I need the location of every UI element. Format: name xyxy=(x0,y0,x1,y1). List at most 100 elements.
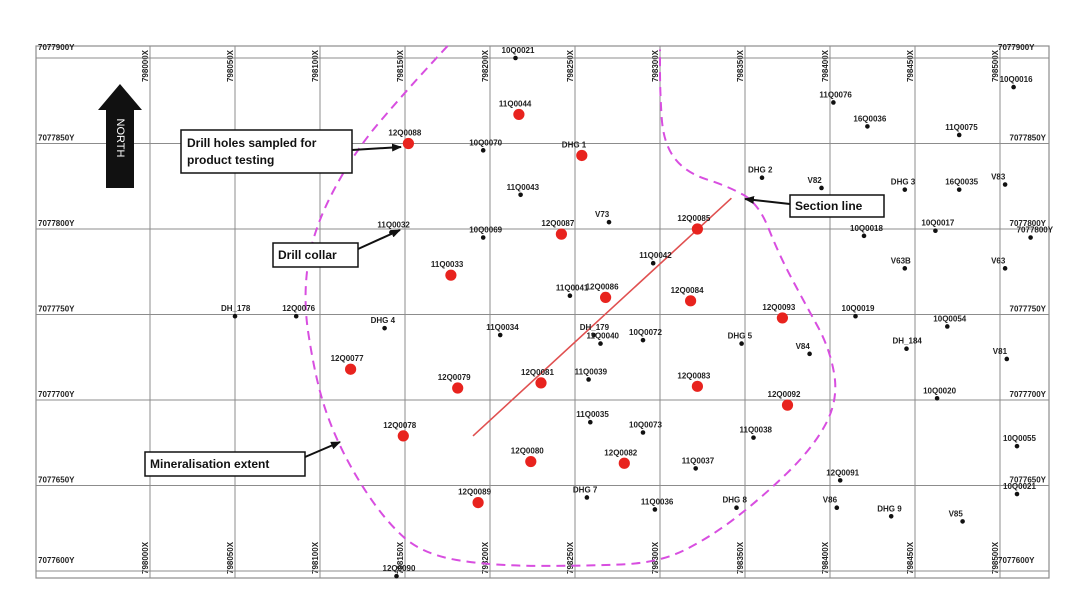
northing-label-right: 7077650Y xyxy=(1010,476,1047,485)
drill-collar-marker xyxy=(819,185,824,191)
callout-box xyxy=(144,451,306,477)
drill-collar-marker xyxy=(650,260,656,266)
easting-label-top: 798100X xyxy=(311,49,320,82)
drill-collar-label: 10Q0019 xyxy=(842,304,875,313)
drill-collar-marker xyxy=(567,293,573,298)
easting-label-bottom: 798400X xyxy=(821,541,830,574)
sampled-hole-marker xyxy=(618,457,630,469)
drill-collar-label: DHG 9 xyxy=(877,504,902,513)
drill-collar-marker xyxy=(232,313,238,319)
drill-collar-marker xyxy=(513,55,518,61)
drill-collar-label: 10Q0069 xyxy=(469,226,502,235)
sampled-hole-label: 12Q0093 xyxy=(762,303,795,312)
easting-label-top: 798000X xyxy=(141,49,150,82)
sampled-hole-marker xyxy=(555,228,568,240)
drill-collar-label: 10Q0021 xyxy=(502,46,535,55)
sampled-hole-marker xyxy=(691,380,704,392)
easting-label-top: 798200X xyxy=(481,49,490,82)
drill-collar-label: 10Q0070 xyxy=(469,138,502,147)
drill-collar-label: V73 xyxy=(595,210,610,219)
corner-labels: 7077900Y 7077900Y 7077600Y 7077600Y xyxy=(38,43,1035,565)
coordinate-grid: 798000X798000X798050X798050X798100X79810… xyxy=(35,45,1050,579)
drill-collar-marker xyxy=(902,187,908,192)
callout-section-line: Section line xyxy=(744,194,885,218)
sampled-hole-label: DHG 1 xyxy=(562,140,587,149)
easting-label-bottom: 798100X xyxy=(311,541,320,574)
sampled-hole-marker xyxy=(691,223,704,235)
sampled-hole-label: 12Q0085 xyxy=(677,214,710,223)
sampled-hole-label: 12Q0087 xyxy=(541,219,574,228)
callout-mineralisation-extent: Mineralisation extent xyxy=(144,441,341,477)
drill-collar-marker xyxy=(640,337,646,343)
corner-label-bottom-left: 7077600Y xyxy=(38,556,75,565)
sampled-hole-label: 12Q0082 xyxy=(604,448,637,457)
northing-label-left: 7077800Y xyxy=(38,219,75,228)
drill-collar-label: 10Q0016 xyxy=(1000,75,1033,84)
drill-collar-marker xyxy=(902,266,908,271)
sampled-hole-label: 12Q0079 xyxy=(438,373,471,382)
drill-collar-marker xyxy=(1002,266,1008,271)
sampled-hole-marker xyxy=(685,295,697,307)
north-arrow: NORTH xyxy=(98,84,142,188)
callout-box xyxy=(180,129,353,174)
drill-collar-marker xyxy=(591,332,596,338)
easting-label-top: 798400X xyxy=(821,49,830,82)
drill-collar-label: 11Q0034 xyxy=(486,323,519,332)
northing-label-left: 7077700Y xyxy=(38,390,75,399)
easting-label-top: 798450X xyxy=(906,49,915,82)
northing-label-right: 7077800Y xyxy=(1010,219,1047,228)
callout-box xyxy=(272,242,359,268)
drill-collar-label: 11Q0041 xyxy=(556,284,589,293)
drill-collar-label: V81 xyxy=(993,347,1008,356)
sampled-hole-label: 12Q0081 xyxy=(521,368,554,377)
drill-collar-marker xyxy=(831,100,836,105)
callout-sampled-line1: Drill holes sampled for xyxy=(187,136,317,150)
drill-collar-marker xyxy=(888,513,894,519)
drill-collar-label: DHG 5 xyxy=(728,332,753,341)
sampled-hole-marker xyxy=(472,497,484,509)
drill-collar-marker xyxy=(807,351,812,357)
drill-collar-marker xyxy=(586,377,591,382)
drill-collar-marker xyxy=(598,341,603,346)
northing-label-left: 7077850Y xyxy=(38,134,75,143)
drill-collar-marker xyxy=(1002,182,1008,187)
section-line xyxy=(472,197,732,437)
easting-label-top: 798500X xyxy=(991,49,1000,82)
drill-collar-label: DHG 2 xyxy=(748,166,773,175)
callout-arrow xyxy=(351,143,402,152)
section-line-layer xyxy=(472,197,732,437)
easting-label-bottom: 798300X xyxy=(651,541,660,574)
drill-collar-label: 10Q0055 xyxy=(1003,434,1036,443)
easting-label-bottom: 798350X xyxy=(736,541,745,574)
easting-label-bottom: 798500X xyxy=(991,541,1000,574)
drill-collar-label: V85 xyxy=(949,509,964,518)
drill-collar-marker xyxy=(382,325,387,331)
drill-collar-marker xyxy=(652,507,658,512)
map-frame xyxy=(35,45,1050,579)
drill-collar-label: 11Q0038 xyxy=(740,426,773,435)
callout-sampled-line2: product testing xyxy=(187,153,274,167)
drill-collar-marker xyxy=(584,495,590,500)
easting-label-bottom: 798150X xyxy=(396,541,405,574)
drill-collar-marker xyxy=(1014,443,1020,449)
callout-sampled-holes: Drill holes sampled for product testing xyxy=(180,129,402,174)
sampled-hole-marker xyxy=(452,382,464,394)
drill-collar-label: DH_179 xyxy=(580,323,610,332)
drill-collar-label: 10Q0072 xyxy=(629,328,662,337)
drill-collar-label: 11Q0076 xyxy=(819,90,852,99)
sampled-hole-marker xyxy=(781,399,794,411)
easting-label-bottom: 798050X xyxy=(226,541,235,574)
drill-collar-marker xyxy=(1004,356,1010,362)
drill-collar-marker xyxy=(956,187,962,192)
drill-collar-label: 10Q0073 xyxy=(629,420,662,429)
callout-collar-label: Drill collar xyxy=(278,248,337,262)
sampled-hole-marker xyxy=(345,363,357,375)
drill-collar-label: 11Q0042 xyxy=(639,251,672,260)
sampled-hole-label: 12Q0078 xyxy=(383,421,416,430)
drill-collar-label: 10Q0021 xyxy=(1003,482,1036,491)
drill-collar-label: 11Q0035 xyxy=(576,410,609,419)
drill-collar-marker xyxy=(497,332,503,338)
drill-collar-marker xyxy=(960,519,965,524)
drill-collar-marker xyxy=(834,505,840,511)
